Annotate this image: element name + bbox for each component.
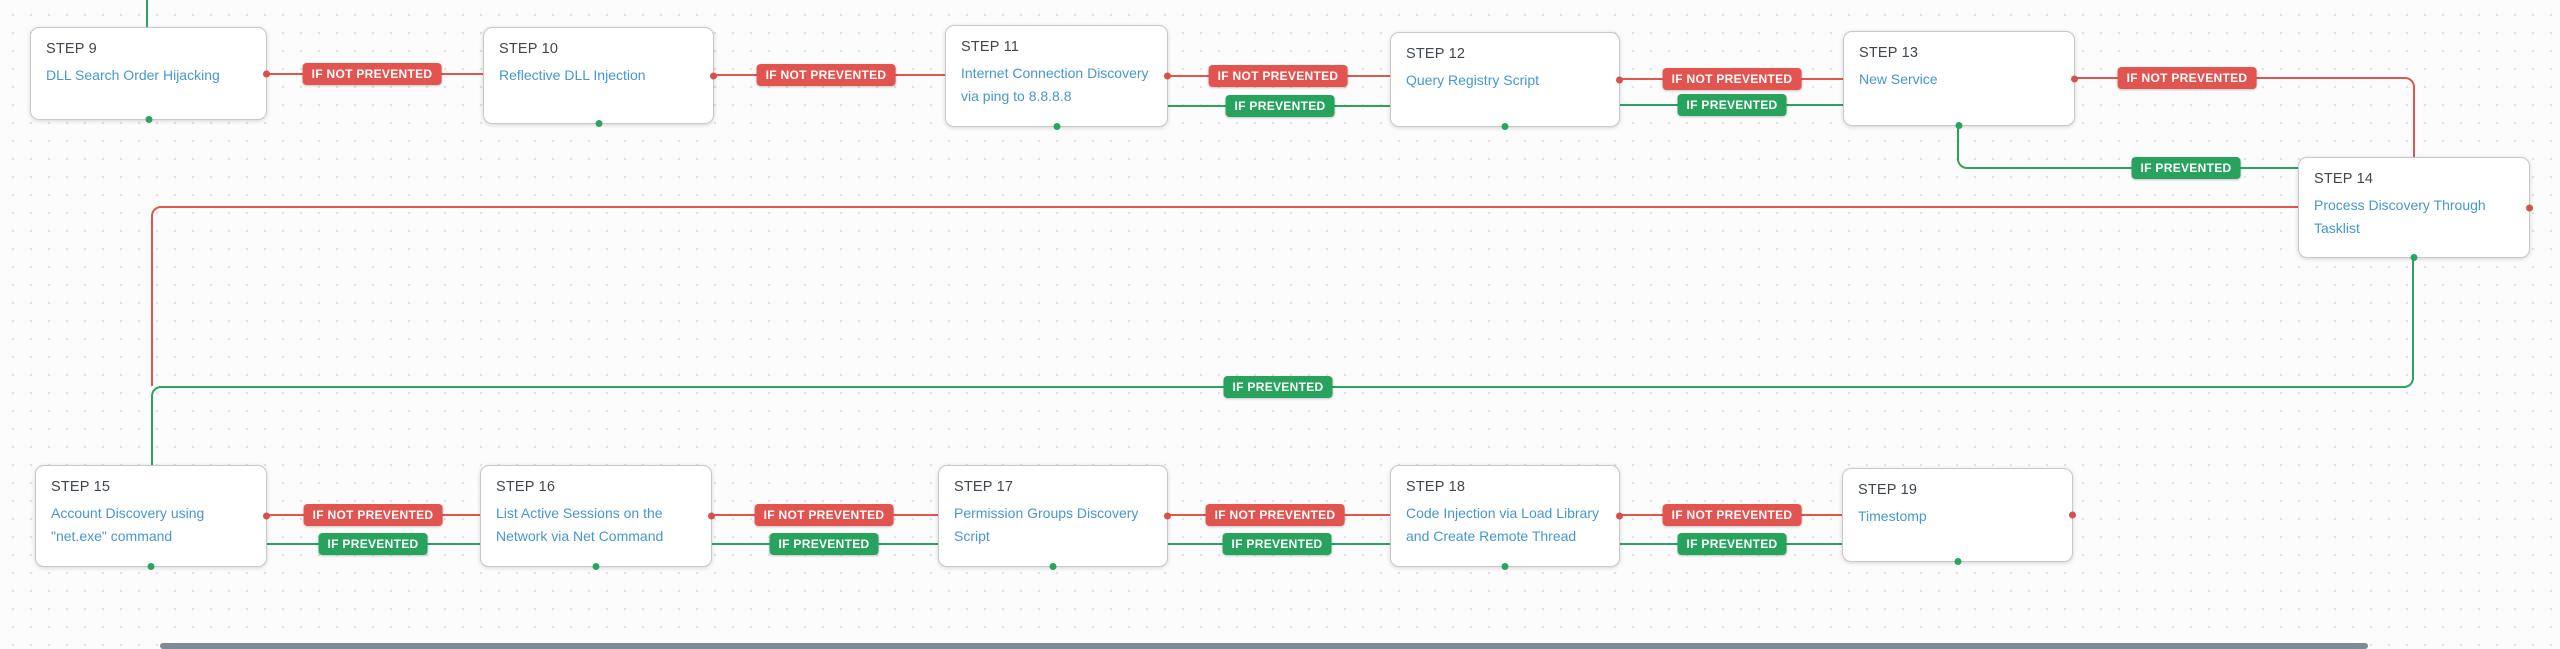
output-handle-red[interactable] — [2526, 204, 2533, 211]
node-step-12[interactable]: STEP 12 Query Registry Script — [1390, 32, 1623, 130]
edge-badge-if-not-prevented: IF NOT PREVENTED — [1205, 504, 1345, 526]
edge-step13-step14-green-line-down — [1957, 126, 1959, 161]
edge-badge-if-not-prevented: IF NOT PREVENTED — [1662, 504, 1802, 526]
output-handle-green[interactable] — [592, 563, 600, 570]
edge-step14-step15-red-corner — [151, 206, 161, 216]
step-label: STEP 15 — [51, 479, 111, 495]
step-label: STEP 16 — [496, 479, 556, 495]
step-title[interactable]: Permission Groups Discovery Script — [954, 505, 1139, 544]
horizontal-scrollbar[interactable] — [160, 643, 2368, 649]
output-handle-red[interactable] — [1164, 72, 1171, 80]
step-label: STEP 19 — [1858, 482, 1918, 498]
edge-badge-if-not-prevented: IF NOT PREVENTED — [1208, 65, 1348, 87]
node-step-13[interactable]: STEP 13 New Service — [1843, 31, 2078, 129]
output-handle-green[interactable] — [595, 120, 602, 127]
node-step-17[interactable]: STEP 17 Permission Groups Discovery Scri… — [938, 465, 1171, 570]
output-handle-red[interactable] — [1616, 512, 1623, 520]
output-handle-red[interactable] — [263, 512, 270, 520]
output-handle-red[interactable] — [710, 72, 717, 79]
output-handle-green[interactable] — [145, 116, 152, 123]
step-title[interactable]: Process Discovery Through Tasklist — [2314, 197, 2486, 236]
edge-badge-if-prevented: IF PREVENTED — [1677, 94, 1787, 116]
edge-badge-if-prevented: IF PREVENTED — [2131, 157, 2241, 179]
node-step-14[interactable]: STEP 14 Process Discovery Through Taskli… — [2298, 157, 2533, 261]
node-step-10[interactable]: STEP 10 Reflective DLL Injection — [483, 27, 717, 127]
output-handle-green[interactable] — [1955, 122, 1963, 129]
step-label: STEP 18 — [1406, 479, 1466, 495]
node-step-16[interactable]: STEP 16 List Active Sessions on the Netw… — [480, 465, 715, 570]
output-handle-red[interactable] — [2069, 511, 2076, 519]
output-handle-red[interactable] — [1164, 512, 1171, 520]
step-label: STEP 9 — [46, 41, 97, 57]
edge-step14-step15-green-line-down1 — [2412, 258, 2414, 379]
step-title[interactable]: New Service — [1859, 71, 1938, 87]
step-title[interactable]: Account Discovery using "net.exe" comman… — [51, 505, 205, 544]
edge-step14-step15-red-line-down — [151, 215, 153, 386]
node-step-19[interactable]: STEP 19 Timestomp — [1842, 468, 2076, 565]
output-handle-green[interactable] — [1954, 558, 1961, 565]
step-label: STEP 11 — [961, 39, 1020, 55]
edge-badge-if-not-prevented: IF NOT PREVENTED — [303, 504, 443, 526]
node-step-18[interactable]: STEP 18 Code Injection via Load Library … — [1390, 465, 1623, 570]
edge-badge-if-not-prevented: IF NOT PREVENTED — [756, 64, 896, 86]
edge-badge-if-prevented: IF PREVENTED — [318, 533, 428, 555]
step-label: STEP 10 — [499, 41, 559, 57]
edge-badge-if-not-prevented: IF NOT PREVENTED — [2117, 67, 2257, 89]
output-handle-green[interactable] — [1501, 123, 1509, 130]
step-title[interactable]: Code Injection via Load Library and Crea… — [1406, 505, 1600, 544]
edge-badge-if-prevented: IF PREVENTED — [1677, 533, 1787, 555]
step-title[interactable]: Timestomp — [1858, 508, 1927, 524]
output-handle-red[interactable] — [263, 70, 270, 77]
output-handle-green[interactable] — [147, 563, 155, 570]
edge-badge-if-prevented: IF PREVENTED — [1223, 376, 1333, 398]
edge-step14-step15-red-line — [159, 206, 2298, 208]
edge-badge-if-prevented: IF PREVENTED — [1222, 533, 1332, 555]
edge-step13-step14-red-corner — [2405, 77, 2415, 87]
output-handle-red[interactable] — [2071, 75, 2078, 82]
output-handle-red[interactable] — [1616, 76, 1623, 83]
step-label: STEP 14 — [2314, 171, 2374, 187]
step-title[interactable]: Query Registry Script — [1406, 72, 1540, 88]
edge-step13-step14-red-line-down — [2413, 86, 2415, 157]
edge-step14-step15-green-corner2 — [151, 386, 161, 396]
edge-step14-step15-green-corner1 — [2404, 378, 2414, 388]
edge-step13-step14-green-corner — [1957, 159, 1967, 169]
edge-badge-if-prevented: IF PREVENTED — [1225, 95, 1335, 117]
node-step-11[interactable]: STEP 11 Internet Connection Discovery vi… — [945, 25, 1171, 130]
output-handle-green[interactable] — [1049, 563, 1057, 570]
edge-badge-if-not-prevented: IF NOT PREVENTED — [302, 63, 442, 85]
output-handle-green[interactable] — [2410, 254, 2418, 261]
edge-badge-if-not-prevented: IF NOT PREVENTED — [754, 504, 894, 526]
step-title[interactable]: List Active Sessions on the Network via … — [496, 505, 664, 544]
step-title[interactable]: DLL Search Order Hijacking — [46, 67, 220, 83]
node-step-9[interactable]: STEP 9 DLL Search Order Hijacking — [30, 27, 270, 123]
step-title[interactable]: Internet Connection Discovery via ping t… — [961, 65, 1149, 104]
edge-badge-if-not-prevented: IF NOT PREVENTED — [1662, 68, 1802, 90]
step-label: STEP 17 — [954, 479, 1014, 495]
edge-badge-if-prevented: IF PREVENTED — [769, 533, 879, 555]
output-handle-red[interactable] — [708, 512, 715, 520]
output-handle-green[interactable] — [1053, 123, 1060, 130]
node-step-15[interactable]: STEP 15 Account Discovery using "net.exe… — [35, 465, 270, 570]
step-title[interactable]: Reflective DLL Injection — [499, 67, 646, 83]
output-handle-green[interactable] — [1501, 563, 1509, 570]
step-label: STEP 12 — [1406, 46, 1466, 62]
step-label: STEP 13 — [1859, 45, 1919, 61]
edge-step14-step15-green-line-down2 — [151, 395, 153, 465]
edge-incoming-step9-green-line — [146, 0, 148, 27]
